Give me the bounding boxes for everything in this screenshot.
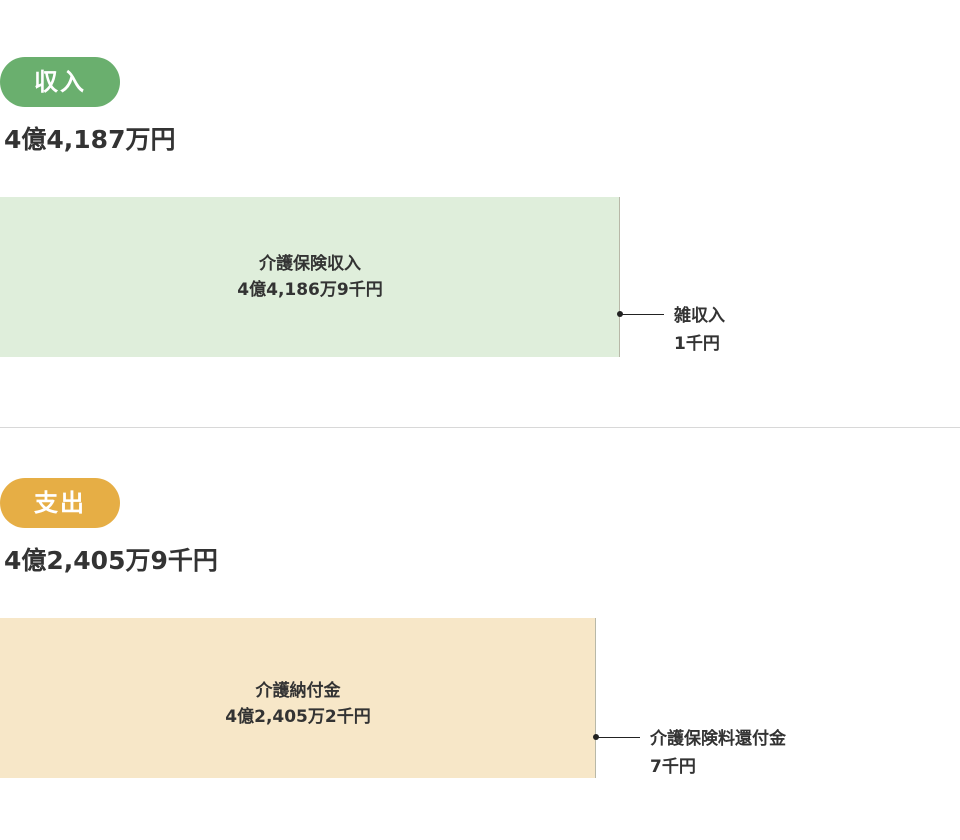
income-bar-edge [619,197,620,357]
expense-total-underline [0,575,222,582]
expense-leader-line [596,737,640,738]
expense-bar-edge [595,618,596,778]
expense-minor-item: 介護保険料還付金 7千円 [650,725,786,781]
expense-minor-item-amount: 7千円 [650,757,696,777]
expense-total: 4億2,405万9千円 [0,546,222,582]
income-section: 収入 4億4,187万円 介護保険収入 4億4,186万9千円 雑収入 1千円 [0,57,725,358]
income-main-item-name: 介護保険収入 [259,254,361,274]
income-leader-dot [617,311,623,317]
expense-badge: 支出 [0,478,120,528]
expense-leader-dot [593,734,599,740]
income-total-amount: 4億4,187万円 [4,125,176,154]
income-minor-item-amount: 1千円 [674,334,720,354]
expense-total-amount: 4億2,405万9千円 [4,546,218,575]
income-minor-item-name: 雑収入 [674,306,725,326]
income-leader-line [620,314,664,315]
income-minor-item: 雑収入 1千円 [674,302,725,358]
income-bar: 介護保険収入 4億4,186万9千円 [0,197,620,357]
expense-main-item-amount: 4億2,405万2千円 [225,707,371,727]
section-divider [0,427,960,428]
income-badge: 収入 [0,57,120,107]
expense-minor-item-name: 介護保険料還付金 [650,729,786,749]
expense-main-item-name: 介護納付金 [255,681,341,701]
expense-bar: 介護納付金 4億2,405万2千円 [0,618,596,778]
income-main-item-amount: 4億4,186万9千円 [237,280,383,300]
